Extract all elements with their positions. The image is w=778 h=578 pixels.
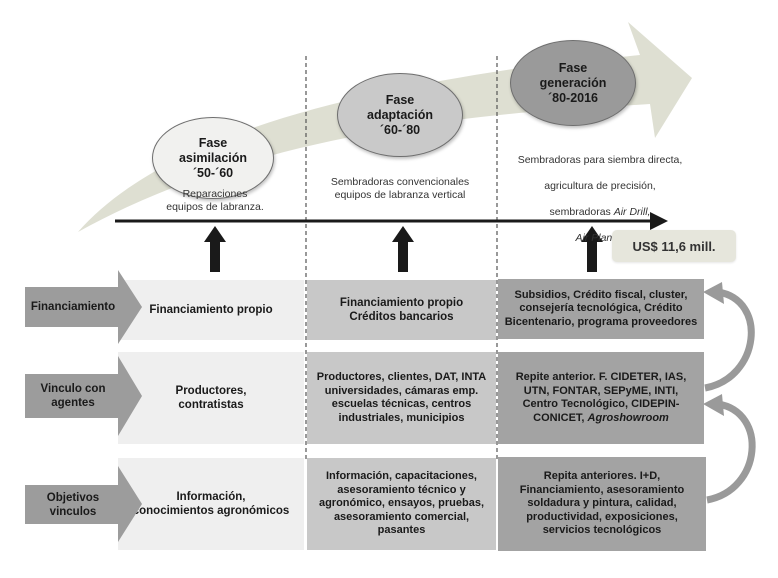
phase-description-adaptacion: Sembradoras convencionales equipos de la… bbox=[330, 176, 470, 201]
row-label-objetivos: Objetivos vinculos bbox=[25, 485, 121, 524]
cell-text: Información, conocimientos agronómicos bbox=[132, 491, 290, 517]
row-label-text: Financiamiento bbox=[30, 301, 116, 313]
cell-text: Subsidios, Crédito fiscal, cluster, cons… bbox=[504, 288, 698, 328]
phase-name: Fase asimilación ´50-´60 bbox=[178, 135, 248, 180]
up-arrow-phase-1 bbox=[204, 226, 226, 272]
row-label-financiamiento: Financiamiento bbox=[25, 287, 121, 327]
phase-description-generacion: Sembradoras para siembra directa, agricu… bbox=[500, 141, 700, 258]
phase-description-asimilacion: Reparaciones equipos de labranza. bbox=[166, 188, 264, 213]
timeline-arrowhead bbox=[650, 212, 668, 230]
investment-text: US$ 11,6 mill. bbox=[632, 238, 716, 254]
cell-text: Financiamiento propio bbox=[149, 304, 273, 316]
cell-text-plain: Repite anterior. F. CIDETER, IAS, UTN, F… bbox=[515, 371, 687, 424]
cell-vinculo-phase-1: Productores, contratistas bbox=[118, 352, 304, 444]
cell-text: Repita anteriores. I+D, Financiamiento, … bbox=[519, 470, 685, 537]
investment-badge: US$ 11,6 mill. bbox=[612, 230, 736, 262]
cell-financiamiento-phase-1: Financiamiento propio bbox=[118, 280, 304, 340]
description-italic: Air Drill, bbox=[613, 206, 651, 218]
curved-feedback-arrow-2 bbox=[703, 394, 756, 504]
cell-financiamiento-phase-2: Financiamiento propio Créditos bancarios bbox=[307, 280, 496, 340]
description-line: sembradoras Air Drill, bbox=[500, 206, 700, 219]
phase-ellipse-generacion: Fase generación ´80-2016 bbox=[510, 40, 636, 126]
cell-text: Financiamiento propio Créditos bancarios bbox=[339, 297, 464, 323]
cell-financiamiento-phase-3: Subsidios, Crédito fiscal, cluster, cons… bbox=[498, 279, 704, 339]
cell-vinculo-phase-3: Repite anterior. F. CIDETER, IAS, UTN, F… bbox=[498, 352, 704, 444]
row-label-text: Vinculo con agentes bbox=[40, 383, 106, 409]
cell-text: Productores, clientes, DAT, INTA univers… bbox=[316, 371, 487, 424]
row-label-vinculo: Vinculo con agentes bbox=[25, 374, 121, 418]
up-arrow-phase-2 bbox=[392, 226, 414, 272]
up-arrow-phase-3 bbox=[581, 226, 603, 272]
cell-objetivos-phase-1: Información, conocimientos agronómicos bbox=[118, 458, 304, 550]
cell-text: Productores, contratistas bbox=[175, 385, 247, 411]
cell-vinculo-phase-2: Productores, clientes, DAT, INTA univers… bbox=[307, 352, 496, 444]
description-line: agricultura de precisión, bbox=[544, 180, 656, 192]
cell-objetivos-phase-2: Información, capacitaciones, asesoramien… bbox=[307, 458, 496, 550]
cell-text: Repite anterior. F. CIDETER, IAS, UTN, F… bbox=[516, 371, 687, 425]
phase-name: Fase generación ´80-2016 bbox=[539, 60, 607, 105]
phase-ellipse-adaptacion: Fase adaptación ´60-´80 bbox=[337, 73, 463, 157]
description-line: Sembradoras para siembra directa, bbox=[517, 154, 683, 166]
curved-feedback-arrow-1 bbox=[703, 282, 755, 392]
phase-name: Fase adaptación ´60-´80 bbox=[367, 92, 433, 137]
row-label-text: Objetivos vinculos bbox=[46, 491, 100, 518]
cell-objetivos-phase-3: Repita anteriores. I+D, Financiamiento, … bbox=[498, 457, 706, 551]
cell-text-italic: Agroshowroom bbox=[587, 411, 669, 424]
phase-ellipse-asimilacion: Fase asimilación ´50-´60 bbox=[152, 117, 274, 199]
description-text: sembradoras bbox=[549, 206, 614, 218]
cell-text: Información, capacitaciones, asesoramien… bbox=[318, 470, 485, 537]
